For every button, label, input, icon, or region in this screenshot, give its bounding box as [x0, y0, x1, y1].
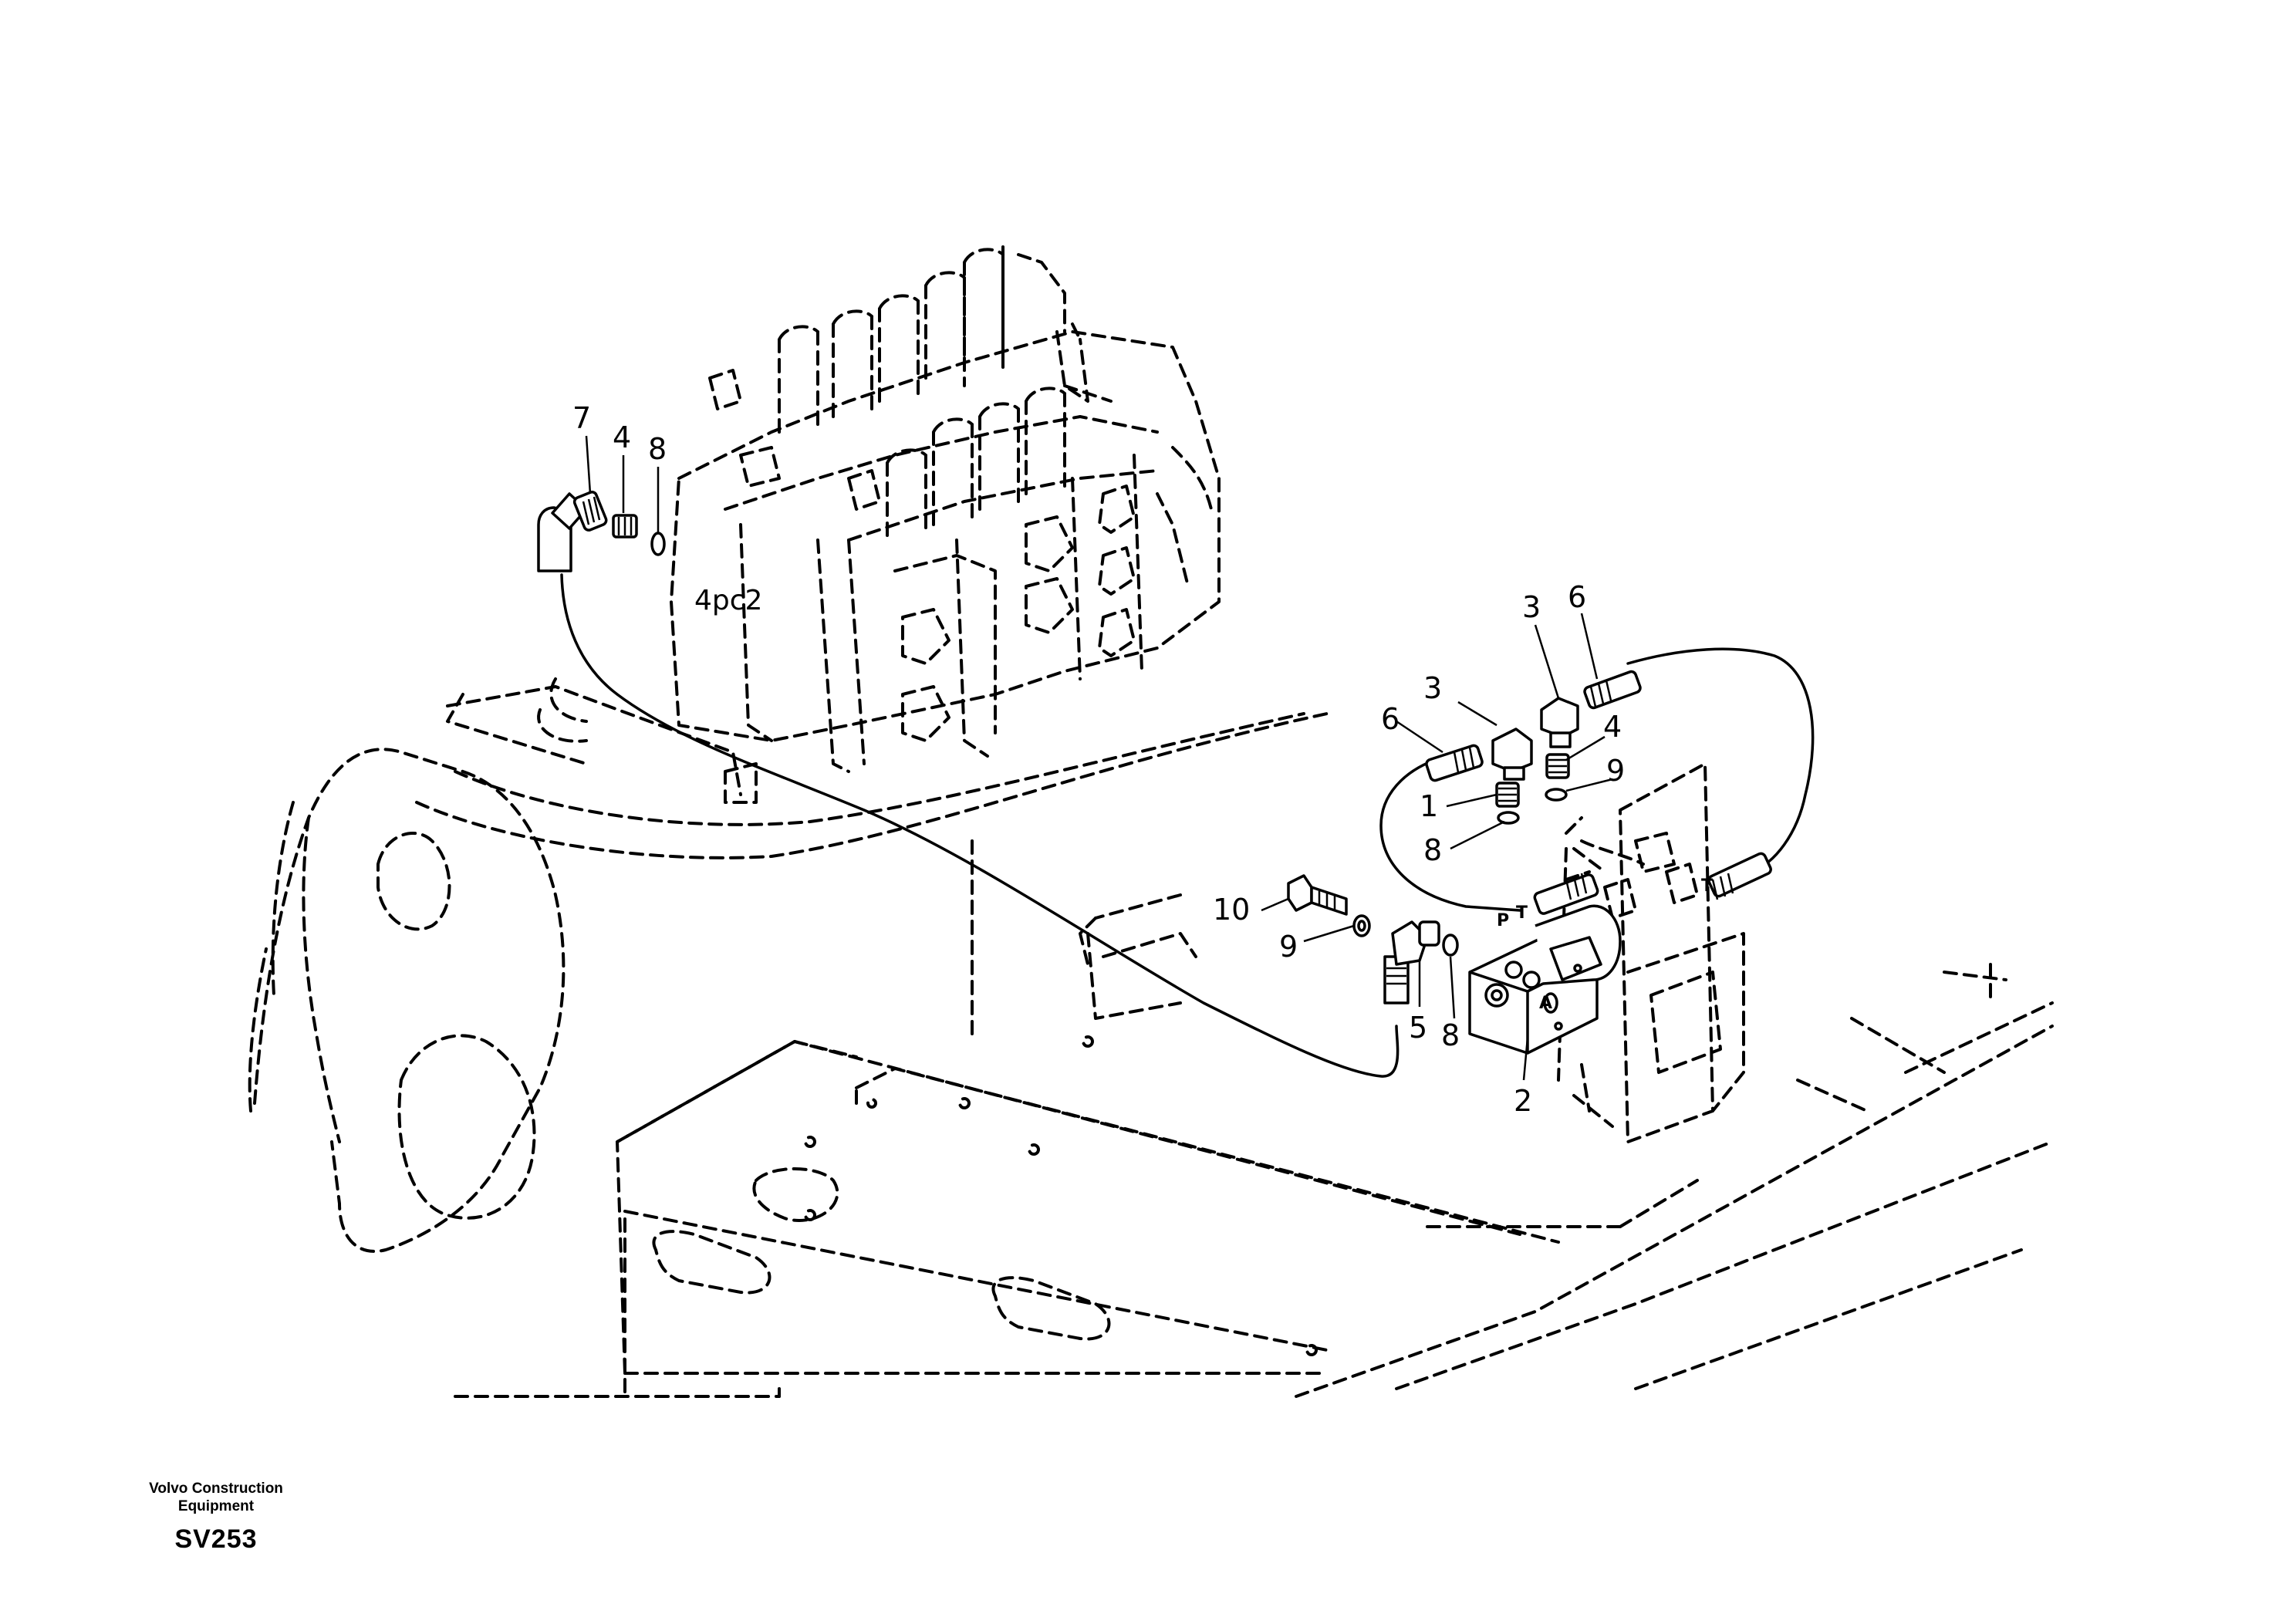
brand-line-1: Volvo Construction: [149, 1481, 283, 1497]
callout-10: 10: [1213, 893, 1250, 927]
adapter-fitting-4-right: [1545, 753, 1570, 779]
chassis-frame-outline: [248, 677, 2054, 1398]
port-label-t-left: T: [1516, 903, 1528, 923]
callout-3-right: 3: [1522, 590, 1541, 624]
adapter-fitting-4-left: [612, 514, 638, 539]
o-ring-8-upper: [1497, 811, 1520, 825]
upper-loop-hose: [1626, 647, 1815, 873]
callout-numbers: 7 4 8 3 6 3 6 4 1 9 8 10 9 5 8 2: [572, 401, 1625, 1118]
publisher-footer: Volvo Construction Equipment SV253: [116, 1480, 316, 1555]
o-ring-8-left: [650, 532, 666, 556]
callout-2: 2: [1514, 1084, 1532, 1118]
callout-6-right: 6: [1568, 580, 1586, 614]
valve-assembly-2: [1468, 904, 1622, 1055]
callout-4-right: 4: [1603, 710, 1622, 744]
port-label-t-right: T: [1701, 876, 1713, 896]
left-loop-hose: [1379, 758, 1521, 912]
adapter-fitting-1: [1495, 782, 1520, 808]
callout-8-left: 8: [648, 432, 667, 466]
diagram-code: SV253: [174, 1524, 258, 1554]
reference-note-4pc2: 4pc2: [694, 585, 762, 616]
washer-9-lower: [1352, 914, 1371, 937]
brand-line-2: Equipment: [177, 1498, 255, 1514]
bolt-10: [1287, 874, 1348, 916]
hose-end-lower-t: [1707, 852, 1772, 900]
hose-end-6-right: [1583, 670, 1642, 710]
callout-3-left: 3: [1423, 671, 1442, 705]
callout-8-upper: 8: [1423, 833, 1442, 867]
callout-1: 1: [1420, 789, 1438, 823]
port-label-p: P: [1497, 911, 1509, 930]
elbow-fitting-3-left: [1491, 728, 1533, 781]
callout-leaders: [585, 435, 1613, 1081]
callout-8-lower: 8: [1441, 1018, 1460, 1052]
port-label-a: A: [1539, 994, 1552, 1013]
hydraulic-hoses: [560, 573, 1815, 1078]
long-hose-line: [560, 573, 1400, 1078]
hose-end-6-left: [1425, 744, 1484, 782]
callout-5: 5: [1409, 1011, 1427, 1045]
fittings-and-valve: [537, 491, 1772, 1055]
callout-6-left: 6: [1381, 702, 1400, 736]
callout-9-upper: 9: [1606, 754, 1625, 788]
control-valve-block: [670, 245, 1221, 804]
callout-9-lower: 9: [1279, 930, 1298, 964]
callout-7: 7: [572, 401, 591, 435]
elbow-fitting-3-right: [1540, 697, 1579, 748]
hose-end-lower-p: [1533, 873, 1599, 915]
callout-4-left: 4: [613, 420, 631, 454]
o-ring-8-lower: [1442, 934, 1459, 957]
elbow-hose-fitting-7: [537, 491, 608, 572]
o-ring-9-upper: [1545, 788, 1568, 802]
elbow-fitting-5: [1383, 920, 1440, 1004]
